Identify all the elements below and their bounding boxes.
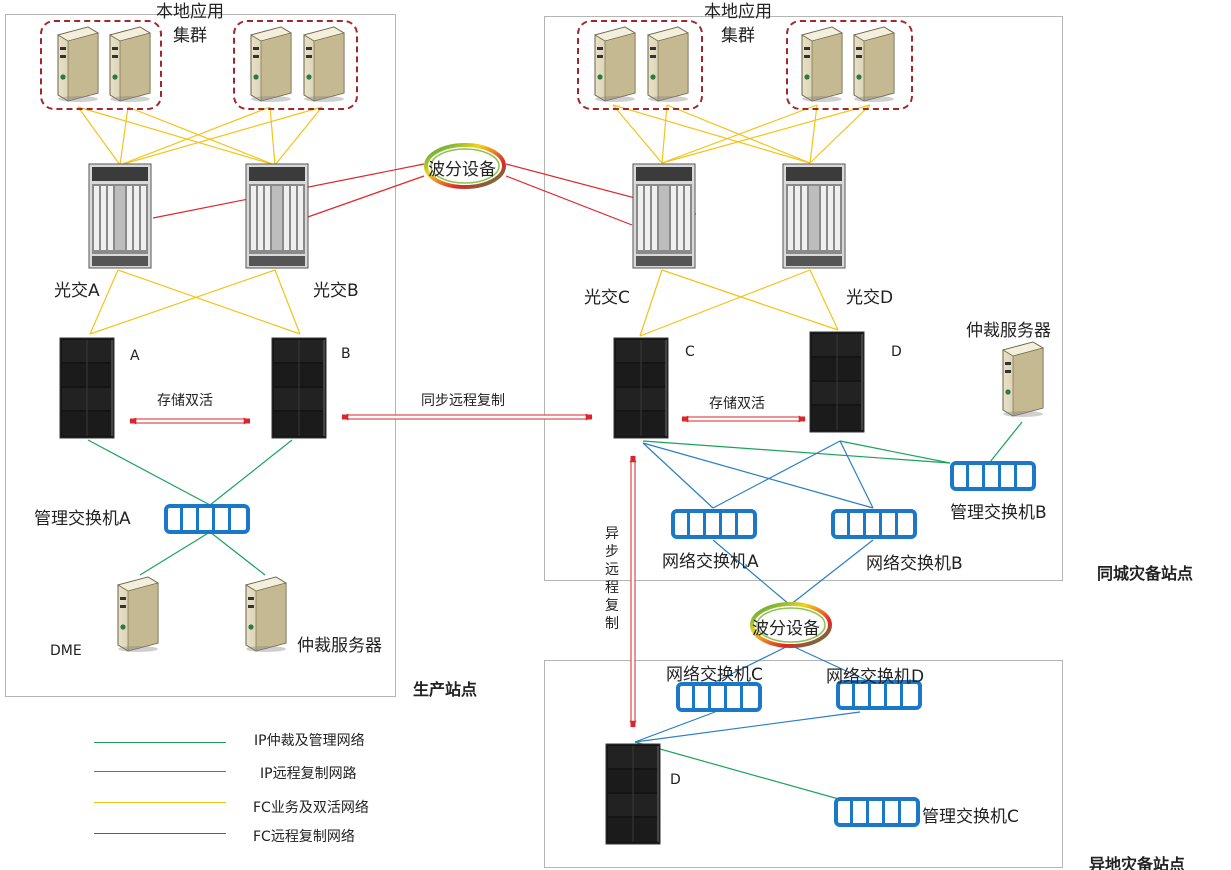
storage-d-label: D	[891, 344, 902, 360]
quorum-server-icon	[245, 576, 287, 653]
server-icon	[594, 26, 636, 103]
storage-c-label: C	[685, 344, 695, 360]
net-switch-a-icon	[671, 509, 757, 539]
server-icon	[853, 26, 895, 103]
wdm-top-label: 波分设备	[428, 160, 496, 180]
mgmt-switch-a-label: 管理交换机A	[34, 509, 131, 529]
active-active-label-1: 存储双活	[157, 393, 213, 409]
storage-b-icon	[271, 337, 327, 439]
ip-mgmt-lines	[87, 421, 1023, 806]
quorum-server-dr-label: 仲裁服务器	[966, 321, 1051, 341]
storage-a-icon	[59, 337, 115, 439]
async-replication-label: 异步远程复制	[605, 526, 619, 632]
fc-switch-d-label: 光交D	[846, 288, 894, 308]
cluster-left-label: 本地应用 集群	[156, 2, 224, 46]
legend-line-ip-mgmt	[94, 742, 226, 743]
cluster-right-label: 本地应用 集群	[704, 2, 772, 46]
legend-label: IP远程复制网路	[260, 766, 357, 782]
net-switch-c-icon	[676, 682, 762, 712]
same-city-site-box	[544, 16, 1063, 581]
storage-d-icon	[809, 331, 865, 433]
mgmt-switch-b-icon	[950, 461, 1036, 491]
sync-replication-label: 同步远程复制	[421, 393, 505, 409]
same-city-site-title: 同城灾备站点	[1097, 564, 1194, 583]
ip-replication-lines	[634, 440, 874, 743]
storage-d-remote-label: D	[670, 772, 681, 788]
fc-switch-a-label: 光交A	[54, 281, 100, 301]
dme-server-icon	[117, 576, 159, 653]
server-icon	[647, 26, 689, 103]
server-icon	[57, 26, 99, 103]
server-icon	[801, 26, 843, 103]
legend-label: FC远程复制网络	[253, 829, 355, 845]
fc-switch-c-icon	[632, 163, 696, 269]
app-cluster-right-1	[577, 20, 703, 110]
legend-label: IP仲裁及管理网络	[254, 733, 365, 749]
fc-switch-a-icon	[88, 163, 152, 269]
fc-switch-b-label: 光交B	[313, 281, 359, 301]
legend-line-fc-service	[94, 802, 226, 803]
remote-site-box	[544, 660, 1063, 868]
dme-label: DME	[50, 643, 82, 659]
legend-line-fc-repl	[94, 833, 226, 834]
quorum-server-icon	[1002, 341, 1044, 418]
remote-site-title: 异地灾备站点	[1089, 855, 1186, 870]
mgmt-switch-c-icon	[834, 797, 920, 827]
quorum-server-prod-label: 仲裁服务器	[297, 636, 382, 656]
fc-switch-b-icon	[245, 163, 309, 269]
legend-line-ip-repl	[94, 771, 226, 772]
replication-arrows	[129, 413, 806, 728]
storage-c-icon	[613, 337, 669, 439]
active-active-label-2: 存储双活	[709, 396, 765, 412]
storage-b-label: B	[341, 346, 351, 362]
server-icon	[303, 26, 345, 103]
net-switch-b-label: 网络交换机B	[866, 554, 963, 574]
fc-service-lines	[77, 104, 871, 337]
server-icon	[109, 26, 151, 103]
storage-a-label: A	[130, 348, 140, 364]
net-switch-a-label: 网络交换机A	[662, 552, 759, 572]
production-site-box	[5, 14, 396, 697]
fc-switch-c-label: 光交C	[584, 288, 630, 308]
server-icon	[250, 26, 292, 103]
app-cluster-right-2	[786, 20, 913, 110]
mgmt-switch-a-icon	[164, 504, 250, 534]
mgmt-switch-c-label: 管理交换机C	[922, 807, 1019, 827]
net-switch-d-label: 网络交换机D	[826, 667, 925, 687]
app-cluster-left-2	[233, 20, 358, 110]
wdm-bottom-label: 波分设备	[752, 619, 820, 639]
net-switch-b-icon	[831, 509, 917, 539]
mgmt-switch-b-label: 管理交换机B	[950, 503, 1047, 523]
net-switch-c-label: 网络交换机C	[666, 665, 763, 685]
storage-d-remote-icon	[605, 743, 661, 845]
app-cluster-left-1	[40, 20, 162, 110]
legend-label: FC业务及双活网络	[253, 800, 369, 816]
production-site-title: 生产站点	[413, 680, 478, 699]
fc-switch-d-icon	[782, 163, 846, 269]
